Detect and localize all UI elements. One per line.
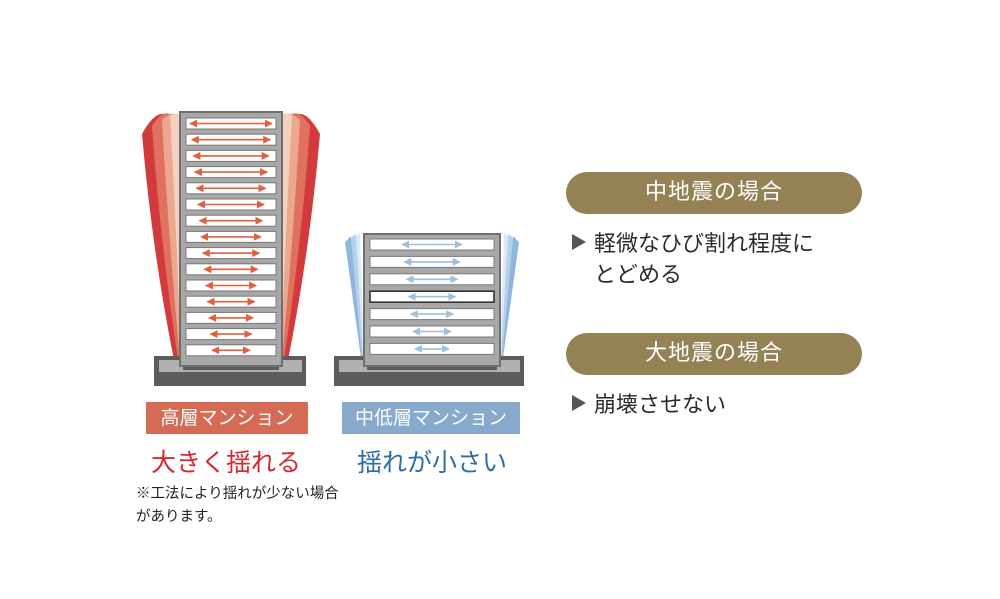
low-building-floors: [369, 238, 495, 355]
tall-sway-layers: [142, 113, 320, 360]
low-building-label: 中低層マンション: [342, 402, 520, 434]
low-building-effect: 揺れが小さい: [356, 448, 507, 477]
medium-quake-line2: とどめる: [594, 263, 683, 288]
tall-building: [154, 111, 306, 386]
large-quake-title: 大地震の場合: [566, 333, 862, 375]
tall-building-effect: 大きく揺れる: [150, 448, 301, 477]
medium-quake-title: 中地震の場合: [566, 172, 862, 214]
large-quake-description: 崩壊させない: [572, 390, 726, 421]
low-building: [334, 233, 524, 386]
medium-quake-description: 軽微なひび割れ程度に とどめる: [572, 229, 814, 291]
low-sway-layers: [345, 233, 519, 358]
triangle-bullet-icon: [572, 234, 586, 250]
large-quake-line1: 崩壊させない: [594, 393, 727, 418]
tall-building-label: 高層マンション: [146, 402, 308, 434]
tall-building-floors: [185, 117, 277, 357]
triangle-bullet-icon: [572, 395, 586, 411]
medium-quake-line1: 軽微なひび割れ程度に: [594, 232, 815, 257]
footnote: ※工法により揺れが少ない場合があります。: [136, 486, 339, 525]
